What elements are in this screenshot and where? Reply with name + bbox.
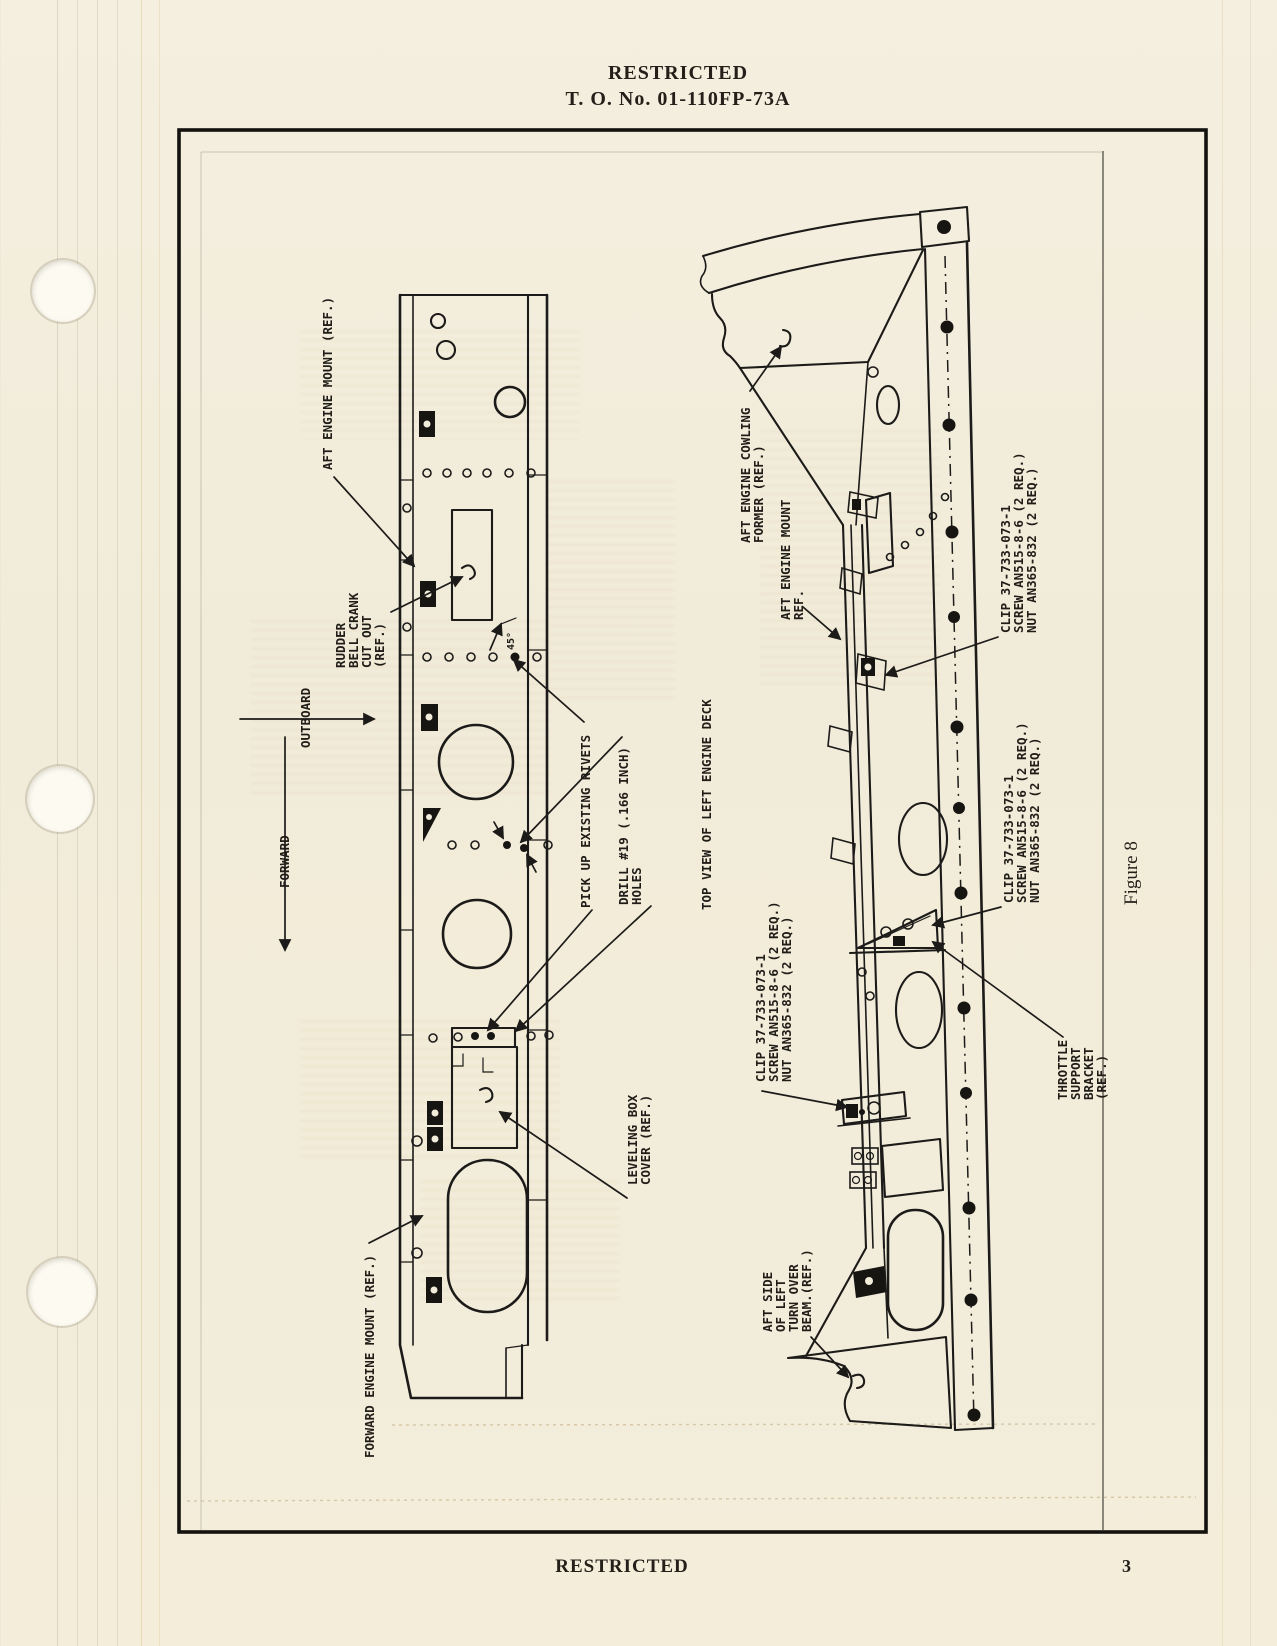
rivet-row-with-drill-holes bbox=[447, 821, 553, 873]
label-drill-holes-line: DRILL #19 (.166 INCH) bbox=[616, 747, 631, 905]
left-engine-deck-top-view-drawing bbox=[398, 293, 554, 1400]
header-restricted-marking: RESTRICTED bbox=[607, 62, 749, 84]
rivet-row bbox=[422, 652, 542, 662]
label-clip-middle-line: NUT AN365-832 (2 REQ.) bbox=[1027, 737, 1042, 903]
label-aft-engine-cowling-former-line: AFT ENGINE COWLING bbox=[738, 408, 753, 543]
figure-border-box bbox=[177, 128, 1208, 1534]
rudder-bell-crank-cutout bbox=[450, 508, 494, 622]
header-technical-order-number: T. O. No. 01-110FP-73A bbox=[565, 88, 791, 110]
left-view-caption: TOP VIEW OF LEFT ENGINE DECK bbox=[699, 699, 714, 910]
label-outboard-direction: OUTBOARD bbox=[298, 688, 313, 748]
right-view-callouts: AFT ENGINE COWLING FORMER (REF.) AFT ENG… bbox=[738, 345, 1109, 1379]
bleed-through-smudge bbox=[300, 330, 580, 440]
rivet-row bbox=[422, 468, 536, 478]
edge-holes bbox=[402, 503, 423, 1259]
footer-restricted-marking: RESTRICTED bbox=[555, 1556, 689, 1577]
margin-rule-line bbox=[141, 0, 142, 1646]
label-45-degrees: 45° bbox=[506, 632, 517, 650]
label-clip-middle-line: CLIP 37-733-073-1 bbox=[1001, 775, 1016, 903]
label-clip-lower-line: SCREW AN515-8-6 (2 REQ.) bbox=[766, 901, 781, 1082]
label-pick-up-existing-rivets: PICK UP EXISTING RIVETS bbox=[578, 735, 593, 908]
margin-rule-line bbox=[1250, 0, 1251, 1646]
label-throttle-support-bracket-line: SUPPORT bbox=[1068, 1047, 1083, 1100]
page-header: RESTRICTED T. O. No. 01-110FP-73A bbox=[566, 60, 791, 112]
label-forward-direction: FORWARD bbox=[277, 835, 292, 888]
label-leveling-box-cover-line: LEVELING BOX bbox=[625, 1094, 640, 1185]
leveling-box bbox=[450, 1026, 519, 1150]
label-aft-side-turn-over-beam-line: AFT SIDE bbox=[760, 1272, 775, 1332]
label-throttle-support-bracket-line: THROTTLE bbox=[1055, 1040, 1070, 1100]
label-clip-upper-line: NUT AN365-832 (2 REQ.) bbox=[1024, 467, 1039, 633]
bleed-through-smudge bbox=[760, 430, 940, 690]
label-throttle-support-bracket-line: (REF.) bbox=[1094, 1055, 1109, 1100]
right-engine-deck-side-view-drawing bbox=[699, 205, 995, 1432]
lower-clip-hardware bbox=[837, 1090, 911, 1298]
margin-rule-line bbox=[97, 0, 98, 1646]
label-leveling-box-cover-line: COVER (REF.) bbox=[638, 1095, 653, 1185]
label-clip-lower-line: NUT AN365-832 (2 REQ.) bbox=[779, 916, 794, 1082]
label-clip-middle-line: SCREW AN515-8-6 (2 REQ.) bbox=[1014, 722, 1029, 903]
label-clip-lower-line: CLIP 37-733-073-1 bbox=[753, 954, 768, 1082]
angle-detail bbox=[489, 617, 517, 651]
margin-rule-line bbox=[117, 0, 118, 1646]
label-clip-upper-line: SCREW AN515-8-6 (2 REQ.) bbox=[1011, 452, 1026, 633]
label-drill-holes-line: HOLES bbox=[629, 867, 644, 905]
label-throttle-support-bracket-line: BRACKET bbox=[1081, 1047, 1096, 1100]
label-aft-side-turn-over-beam-line: TURN OVER bbox=[786, 1264, 801, 1332]
rivet-row-flange bbox=[428, 1030, 554, 1043]
label-aft-engine-mount: AFT ENGINE MOUNT (REF.) bbox=[320, 297, 335, 470]
label-aft-engine-cowling-former-line: FORMER (REF.) bbox=[751, 445, 766, 543]
punch-hole bbox=[32, 260, 94, 322]
label-rudder-bell-crank-line: BELL CRANK bbox=[346, 592, 361, 668]
label-aft-side-turn-over-beam-line: OF LEFT bbox=[773, 1279, 788, 1332]
punch-hole bbox=[27, 766, 93, 832]
engine-mount-clips bbox=[419, 411, 443, 1303]
label-aft-engine-mount-ref-line: REF. bbox=[791, 590, 806, 620]
label-aft-engine-mount-ref-line: AFT ENGINE MOUNT bbox=[778, 500, 793, 620]
margin-rule-line bbox=[1222, 0, 1223, 1646]
label-forward-engine-mount: FORWARD ENGINE MOUNT (REF.) bbox=[362, 1255, 377, 1458]
rivet-dots bbox=[940, 320, 981, 1422]
margin-rule-line bbox=[159, 0, 160, 1646]
label-rudder-bell-crank-line: CUT OUT bbox=[359, 615, 374, 668]
label-clip-upper-line: CLIP 37-733-073-1 bbox=[998, 505, 1013, 633]
label-rudder-bell-crank-line: RUDDER bbox=[333, 622, 348, 668]
page-number: 3 bbox=[1122, 1556, 1131, 1576]
lightening-holes bbox=[429, 312, 529, 1314]
small-rivet-circles bbox=[857, 366, 950, 1001]
punch-hole bbox=[28, 1258, 96, 1326]
bleed-through-smudge bbox=[545, 480, 675, 700]
throttle-support-bracket bbox=[848, 908, 947, 955]
label-rudder-bell-crank-line: (REF.) bbox=[372, 623, 387, 668]
bleed-through-smudge bbox=[420, 1180, 620, 1300]
left-view-callouts: AFT ENGINE MOUNT (REF.) RUDDER BELL CRAN… bbox=[239, 297, 714, 1458]
label-aft-side-turn-over-beam-line: BEAM.(REF.) bbox=[799, 1249, 814, 1332]
figure-number-label: Figure 8 bbox=[1121, 841, 1142, 905]
clip-brackets bbox=[827, 491, 887, 866]
